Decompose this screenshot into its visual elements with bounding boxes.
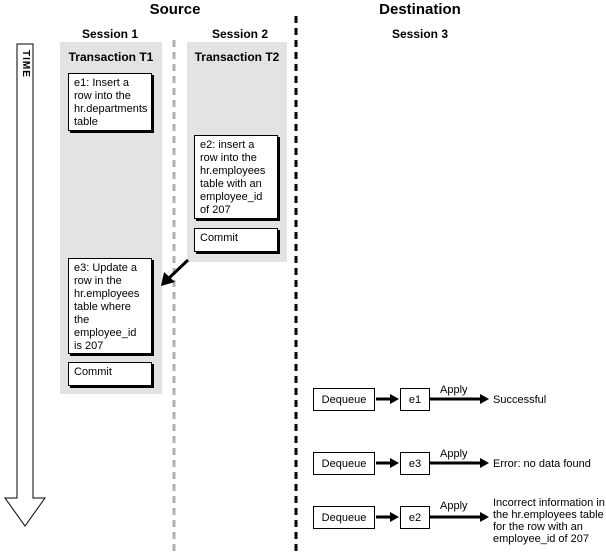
apply-arrow-1 xyxy=(480,394,489,404)
session-1-label: Session 1 xyxy=(81,27,139,41)
dequeue-box: Dequeue xyxy=(313,388,375,411)
result-label: Successful xyxy=(493,394,547,406)
apply-label: Apply xyxy=(440,384,468,396)
session-3-label: Session 3 xyxy=(391,27,449,41)
dequeue-arrow-1 xyxy=(390,394,399,404)
time-arrow xyxy=(4,43,46,527)
apply-arrow-3 xyxy=(480,512,489,522)
event-e3-box: e3: Update a row in the hr.employees tab… xyxy=(68,258,152,354)
event-e1-apply-box: e1 xyxy=(400,388,430,411)
dequeue-arrow-2 xyxy=(390,458,399,468)
time-label: TIME xyxy=(20,50,31,78)
dequeue-box: Dequeue xyxy=(313,452,375,475)
dequeue-arrow-3 xyxy=(390,512,399,522)
commit-to-e3-arrowhead xyxy=(161,272,175,286)
event-e1-box: e1: Insert a row into the hr.departments… xyxy=(68,73,152,131)
apply-label: Apply xyxy=(440,448,468,460)
result-label: Error: no data found xyxy=(493,458,591,470)
apply-label: Apply xyxy=(440,500,468,512)
destination-header: Destination xyxy=(379,1,461,18)
transaction-t1-title: Transaction T1 xyxy=(68,50,154,64)
event-e3-apply-box: e3 xyxy=(400,452,430,475)
commit-to-e3-arrow xyxy=(166,258,190,281)
commit-t2-box: Commit xyxy=(194,228,278,252)
apply-arrow-2 xyxy=(480,458,489,468)
source-header: Source xyxy=(149,1,201,18)
session-2-label: Session 2 xyxy=(211,27,269,41)
dequeue-box: Dequeue xyxy=(313,506,375,529)
transaction-t2-title: Transaction T2 xyxy=(194,50,280,64)
commit-t1-box: Commit xyxy=(68,362,152,386)
event-e2-apply-box: e2 xyxy=(400,506,430,529)
event-e2-box: e2: insert a row into the hr.employees t… xyxy=(194,135,278,219)
result-label: Incorrect information in the hr.employee… xyxy=(493,497,605,545)
